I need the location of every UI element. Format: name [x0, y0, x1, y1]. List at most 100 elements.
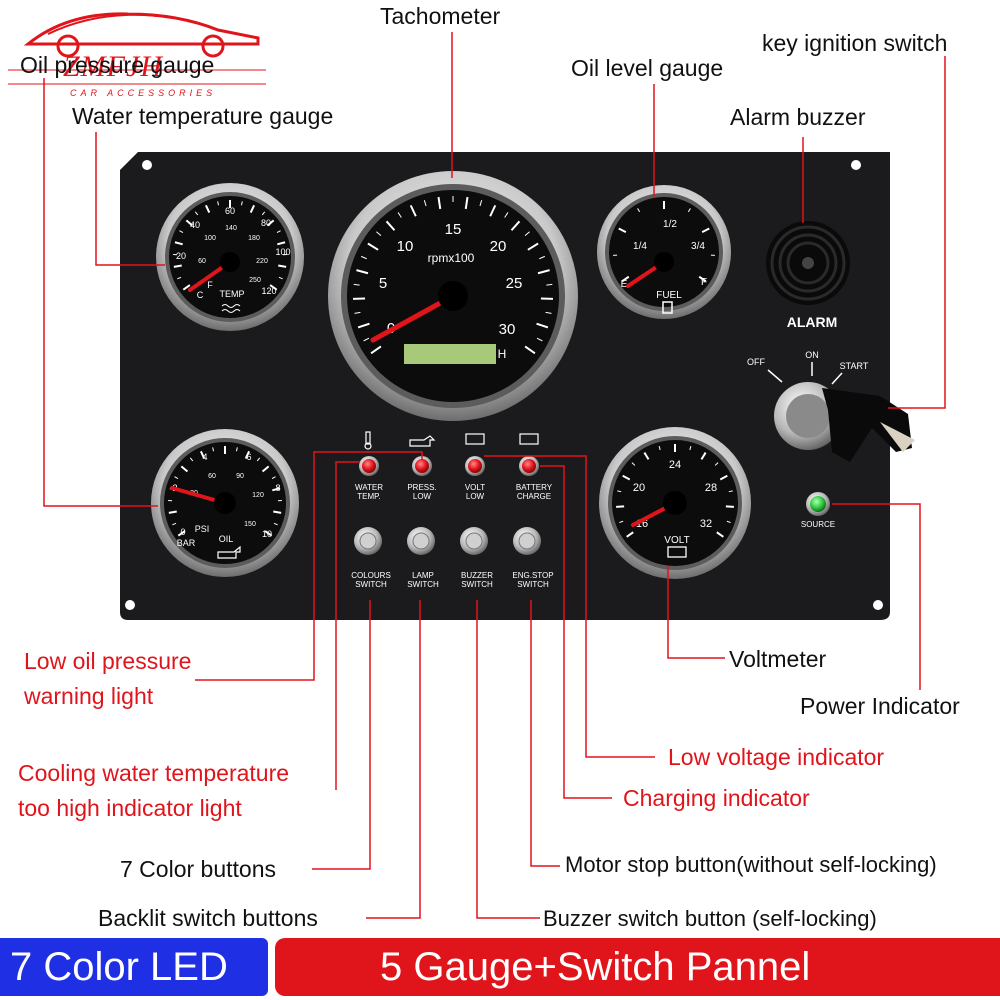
- volt-needle-hub: [663, 491, 687, 515]
- tach-tick: [354, 311, 361, 314]
- light-label-line1: VOLT: [465, 483, 485, 492]
- oil-can-icon: [217, 545, 241, 559]
- oil-tick: [244, 450, 250, 460]
- fuel-pump-icon: [662, 301, 673, 314]
- low-voltage-warning-led: [468, 459, 482, 473]
- battery-charge-icon: [519, 433, 539, 445]
- water-temp-gauge: 20 40 60 80 100 120 60 100 140 180 220 2…: [156, 183, 304, 331]
- oil-psi-tick: 150: [244, 521, 256, 528]
- oil-tick: [189, 457, 194, 462]
- oil-tick: [273, 522, 278, 526]
- callout-voltmeter: Voltmeter: [729, 646, 827, 672]
- callout-motor-stop: Motor stop button(without self-locking): [565, 852, 937, 877]
- volt-tick: [626, 531, 634, 538]
- switch-label-line2: SWITCH: [461, 580, 493, 589]
- leader-lines: [43, 32, 946, 919]
- tach-tick: [397, 212, 402, 218]
- oil-can-warning-icon: [409, 435, 436, 447]
- oil-tick: [172, 522, 177, 526]
- oil-tick: [200, 450, 206, 460]
- lamp-switch-center: [412, 532, 430, 550]
- switch-label-line2: SWITCH: [517, 580, 549, 589]
- light-label-line2: LOW: [413, 492, 432, 501]
- tach-tick-label: 30: [499, 321, 516, 338]
- key-ignition-switch[interactable]: OFF ON START: [747, 350, 915, 462]
- tach-tick: [356, 269, 369, 275]
- oil-psi-unit: PSI: [195, 524, 210, 534]
- callout-cooling-line1: Cooling water temperature: [18, 760, 290, 786]
- volt-tick: [658, 446, 661, 451]
- volt-tick: [616, 505, 625, 508]
- temp-c-tick: 80: [261, 218, 271, 228]
- volt-title: VOLT: [664, 535, 689, 546]
- temp-tick: [276, 230, 281, 233]
- callout-low-voltage: Low voltage indicator: [668, 744, 885, 770]
- temp-tick: [205, 204, 211, 214]
- temp-tick: [266, 219, 275, 227]
- tach-tick: [504, 212, 509, 218]
- volt-tick: [700, 452, 707, 460]
- leader-water-temp: [95, 132, 165, 266]
- leader-low-oil: [195, 451, 423, 681]
- callout-water-temp-gauge: Water temperature gauge: [72, 103, 334, 129]
- leader-color-buttons: [312, 600, 371, 870]
- tach-tick: [370, 345, 382, 355]
- tach-tick: [510, 220, 521, 231]
- tach-tick-label: 10: [397, 238, 414, 255]
- fuel-tick: [698, 275, 707, 283]
- tach-tick: [545, 311, 552, 314]
- colours-switch-center: [359, 532, 377, 550]
- mount-hole: [125, 600, 135, 610]
- fuel-tick-marks: [613, 201, 715, 283]
- leader-power: [832, 503, 921, 690]
- switch-label-line1: BUZZER: [461, 571, 493, 580]
- tach-tick-label: 15: [445, 221, 462, 238]
- light-label-line2: LOW: [466, 492, 485, 501]
- temp-tick: [194, 211, 199, 216]
- volt-tick: [716, 531, 724, 538]
- banner-right: [275, 938, 1000, 996]
- battery-icon: [667, 546, 687, 558]
- tach-tick: [464, 196, 469, 210]
- temp-tick: [278, 276, 283, 280]
- volt-tick: [725, 505, 734, 508]
- brand-logo: ZMFJH CAR ACCESSORIES: [8, 4, 266, 100]
- oil-bar-tick: 8: [275, 483, 280, 493]
- temp-f-tick: 220: [256, 258, 268, 265]
- volt-tick: [619, 520, 624, 524]
- oil-tick: [180, 465, 189, 473]
- fuel-empty-label: E: [621, 279, 628, 290]
- temp-title: TEMP: [219, 289, 244, 299]
- brand-tagline: CAR ACCESSORIES: [70, 88, 217, 98]
- fuel-tick: [637, 208, 641, 213]
- ign-on-label: ON: [805, 350, 819, 360]
- oil-tick: [272, 487, 281, 492]
- callout-tachometer: Tachometer: [380, 3, 501, 29]
- tach-tick: [367, 242, 379, 251]
- banner-left-text: 7 Color LED: [10, 945, 228, 989]
- temp-tick: [249, 204, 255, 214]
- temp-f-tick: 140: [225, 225, 237, 232]
- oil-level-gauge: E 1/4 1/2 3/4 F FUEL: [597, 185, 731, 319]
- temp-tick: [261, 211, 266, 216]
- car-logo-icon: [8, 12, 266, 85]
- tach-tick: [489, 204, 497, 217]
- source-label: SOURCE: [801, 520, 835, 529]
- temp-f-tick: 250: [249, 277, 261, 284]
- temp-tick: [173, 264, 182, 268]
- temp-tick: [179, 230, 184, 233]
- oil-needle-hub: [214, 492, 236, 514]
- oil-tick: [273, 510, 282, 514]
- fuel-tick: [701, 227, 710, 234]
- temp-c-tick: 40: [190, 220, 200, 230]
- tach-needle-hub: [438, 281, 468, 311]
- temp-tick: [177, 276, 182, 280]
- tach-tick: [524, 345, 536, 355]
- fuel-needle-hub: [654, 252, 674, 272]
- switch-label-line1: LAMP: [412, 571, 434, 580]
- key-icon: [822, 388, 912, 462]
- temp-c-unit: C: [197, 290, 204, 300]
- brand-name: ZMFJH: [63, 50, 163, 83]
- volt-tick: [689, 446, 692, 451]
- temp-f-tick: 100: [204, 235, 216, 242]
